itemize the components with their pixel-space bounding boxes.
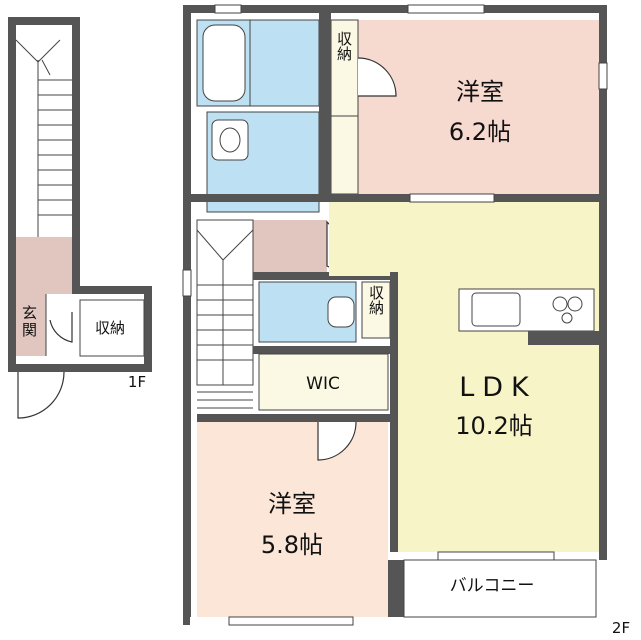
balcony-label: バルコニー (450, 576, 535, 596)
balcony (403, 559, 597, 618)
floor-1: 玄関 収納 1F (8, 17, 152, 419)
ldk-size: 10.2帖 (455, 412, 532, 440)
stove-icon (552, 296, 583, 324)
bedroom-a-size: 6.2帖 (449, 118, 511, 146)
floor-2-stairs (196, 219, 254, 409)
bedroom-b (197, 422, 388, 617)
ldk-label: LDK (459, 372, 537, 403)
washbasin-icon (211, 119, 249, 161)
storage-top (330, 19, 359, 117)
floor-1-storage (79, 299, 145, 357)
floor-1-entrance-label: 玄関 (20, 305, 38, 339)
windows (182, 4, 608, 626)
wic-label: WIC (306, 374, 340, 394)
bedroom-b-size: 5.8帖 (261, 531, 323, 559)
floor-1-entrance (16, 294, 46, 356)
kitchen-counter (458, 288, 595, 332)
floor-1-stairs (15, 39, 72, 237)
toilet-icon (327, 296, 355, 328)
floor-2: 収納 洋室 6.2帖 (182, 4, 630, 637)
floor-2-label: 2F (612, 619, 630, 637)
bathtub-icon (202, 24, 246, 102)
floor-1-storage-label: 収納 (95, 319, 125, 337)
ldk (329, 202, 599, 276)
floor-1-entry-door (17, 371, 65, 419)
wic (258, 353, 389, 411)
floor-1-label: 1F (128, 373, 146, 391)
storage-top-label: 収納 (335, 31, 353, 62)
bedroom-a-label: 洋室 (456, 78, 504, 106)
floor-1-hall (16, 237, 72, 294)
storage-mid-label: 収納 (367, 285, 385, 316)
floor-1-storage-door (49, 312, 73, 343)
bedroom-a (358, 20, 599, 194)
bedroom-b-label: 洋室 (268, 490, 316, 518)
sink-icon (471, 292, 521, 327)
bedroom-a-door (357, 57, 397, 97)
bedroom-b-door (317, 421, 357, 461)
floor-1-stair-area (16, 25, 72, 237)
floor-1-walls (8, 17, 152, 372)
hall (253, 220, 327, 272)
